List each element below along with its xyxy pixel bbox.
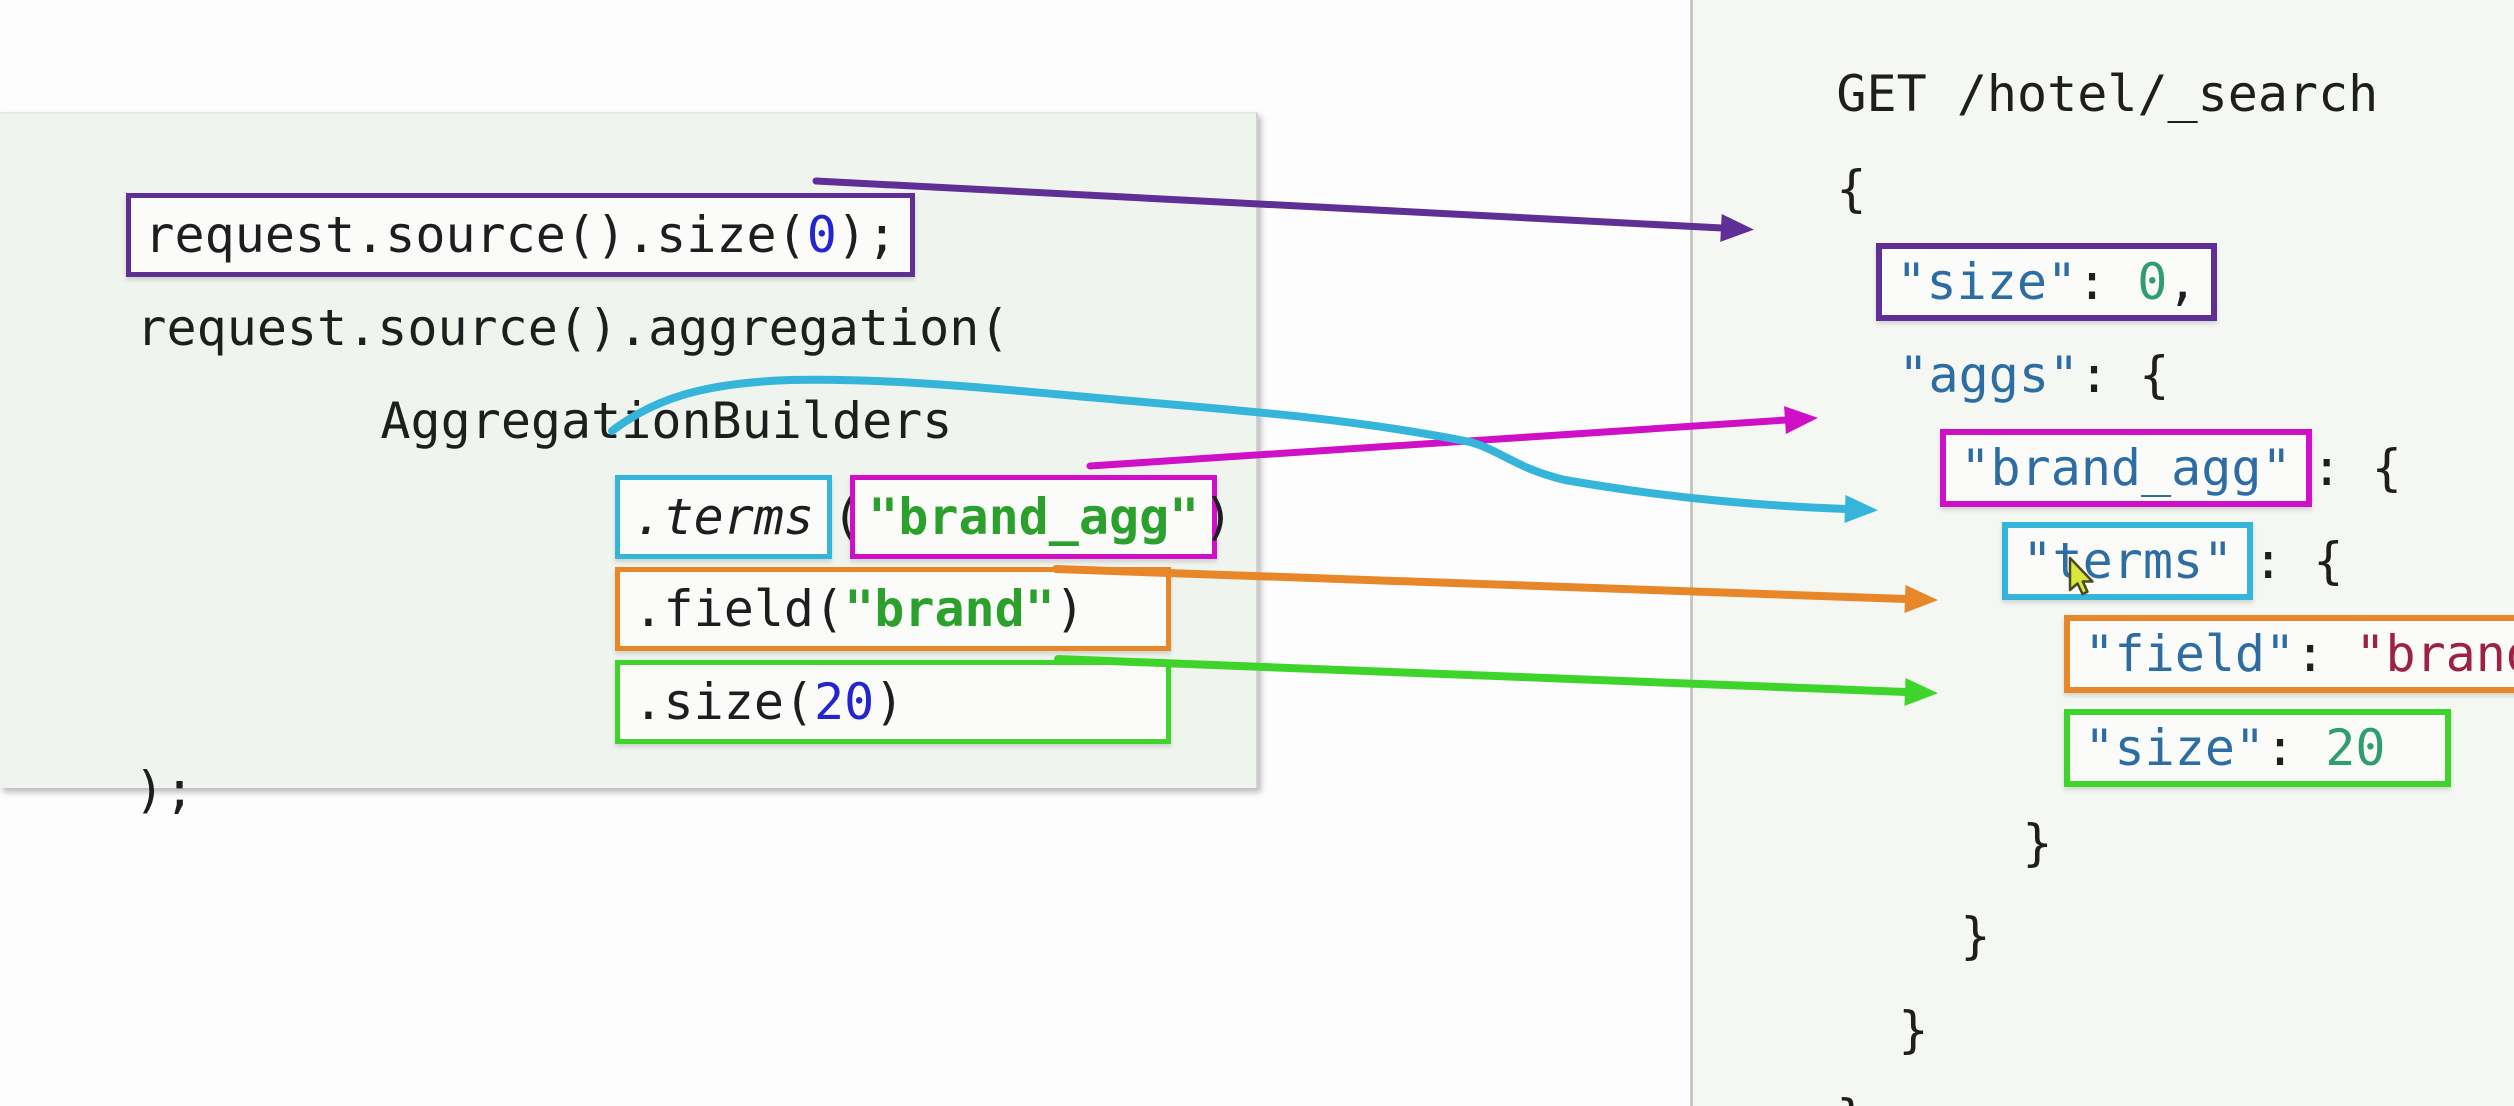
dsl-code: GET /hotel/_search xyxy=(1836,65,2379,123)
json-value: 20 xyxy=(2325,719,2386,777)
dsl-close-brace-3: } xyxy=(1902,762,2053,924)
json-key: "field" xyxy=(2084,625,2296,683)
dsl-code: : { xyxy=(2311,439,2402,497)
java-code: ) xyxy=(1203,488,1234,546)
java-code: request.source().aggregation( xyxy=(136,299,1010,357)
highlight-box-terms-dsl: "terms" xyxy=(2002,522,2254,600)
java-line-aggregation: request.source().aggregation( xyxy=(16,247,1009,409)
dsl-code: } xyxy=(1836,1089,1866,1106)
dsl-code: : { xyxy=(2253,532,2344,590)
java-code: .size( xyxy=(633,673,815,731)
highlight-box-size20-java: .size(20) xyxy=(615,660,1172,744)
json-key: "size" xyxy=(2084,719,2266,777)
dsl-code: { xyxy=(1836,160,1867,218)
dsl-line-brandagg: "brand_agg" : { xyxy=(1820,375,2402,561)
dsl-close-brace-2: } xyxy=(1840,855,1991,1017)
highlight-box-size-dsl: "size": 0, xyxy=(1876,243,2218,321)
java-line-close: ); xyxy=(14,709,195,871)
dsl-request-line: GET /hotel/_search xyxy=(1716,13,2378,175)
dsl-close-brace-0: } xyxy=(1716,1037,1866,1106)
dsl-code: } xyxy=(1960,907,1991,965)
dsl-code: : { xyxy=(2079,346,2170,404)
highlight-box-field-dsl: "field": "brand", xyxy=(2064,615,2514,693)
json-value: 0 xyxy=(2137,253,2168,311)
java-code: ); xyxy=(134,761,195,819)
dsl-code: : xyxy=(2295,625,2356,683)
java-code: .field( xyxy=(633,580,845,638)
dsl-close-brace-1: } xyxy=(1778,949,1929,1106)
json-key: "terms" xyxy=(2022,532,2234,590)
dsl-code: , xyxy=(2167,253,2198,311)
java-code: request.source().size( xyxy=(144,206,807,264)
dsl-line-size: "size": 0, xyxy=(1756,189,2218,375)
dsl-line-field: "field": "brand", xyxy=(1944,561,2514,747)
highlight-box-size20-dsl: "size": 20 xyxy=(2064,709,2452,787)
dsl-open-brace: { xyxy=(1716,108,1867,270)
java-string: "brand" xyxy=(844,580,1055,638)
java-line-size20: .size(20) xyxy=(495,606,1172,798)
dsl-code: : xyxy=(2265,719,2326,777)
java-line-size: request.source().size(0); xyxy=(6,139,916,331)
json-key: "aggs" xyxy=(1898,346,2080,404)
dsl-line-terms: "terms" : { xyxy=(1882,468,2343,654)
dsl-line-size20: "size": 20 xyxy=(1944,655,2452,841)
highlight-box-size-java: request.source().size(0); xyxy=(126,193,916,277)
dsl-code: } xyxy=(2022,814,2053,872)
java-code: ) xyxy=(874,673,905,731)
json-key: "size" xyxy=(1896,253,2078,311)
json-key: "brand_agg" xyxy=(1960,439,2292,497)
java-number: 20 xyxy=(814,673,875,731)
highlight-box-brandagg-dsl: "brand_agg" xyxy=(1940,429,2312,507)
dsl-code: } xyxy=(1898,1001,1929,1059)
dsl-code: : xyxy=(2077,253,2138,311)
dsl-line-aggs: "aggs": { xyxy=(1778,294,2169,456)
json-string-value: "brand" xyxy=(2355,625,2514,683)
